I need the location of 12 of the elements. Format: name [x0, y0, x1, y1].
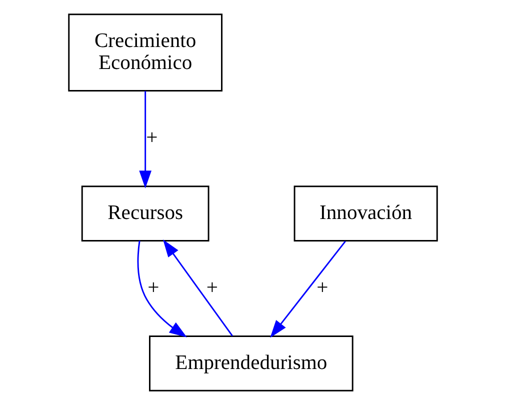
arrow [139, 91, 152, 188]
edge-label: + [206, 276, 218, 299]
node-box: Recursos [81, 186, 210, 242]
edge-label: + [146, 126, 158, 149]
arrow [270, 240, 346, 338]
arrow [162, 239, 233, 336]
edge-label: + [316, 276, 328, 299]
edge-label: + [148, 276, 160, 299]
arrow [137, 240, 187, 338]
node-box: Innovación [294, 186, 438, 242]
node-box: Crecimiento Económico [68, 14, 222, 92]
node-box: Emprendedurismo [149, 336, 354, 392]
